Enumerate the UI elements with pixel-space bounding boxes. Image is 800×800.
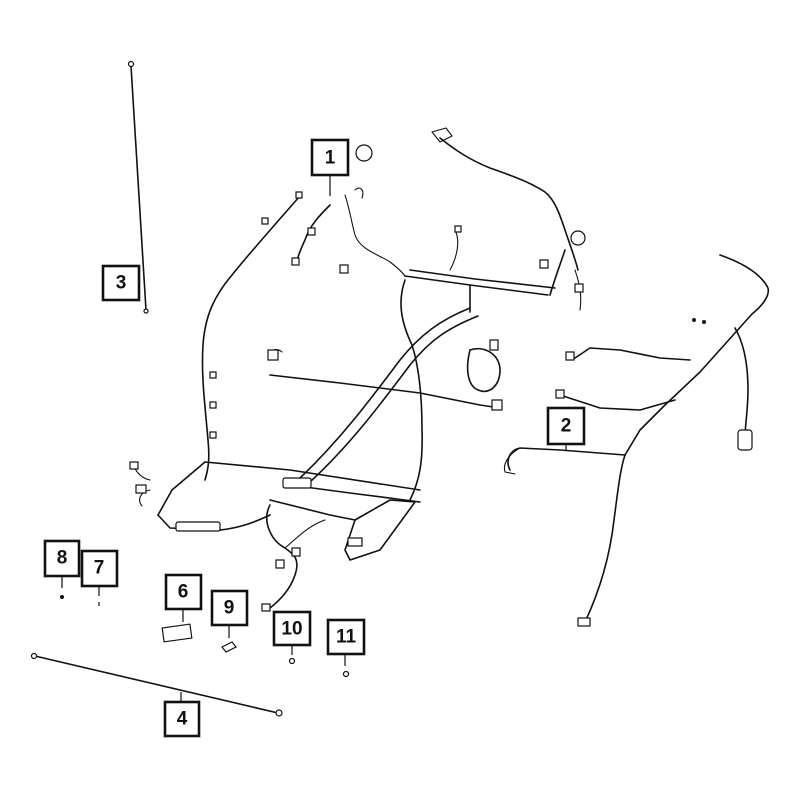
callout-label: 9 (224, 598, 235, 619)
part-6-pad (161, 623, 193, 643)
callout-2: 2 (546, 406, 586, 446)
part-10-fastener (288, 657, 296, 665)
callout-3: 3 (101, 264, 141, 302)
callout-label: 2 (561, 416, 572, 437)
part-2-secondary-harness (503, 254, 770, 627)
callout-label: 7 (94, 558, 105, 579)
callout-label: 3 (116, 273, 127, 294)
callout-1: 1 (310, 138, 350, 177)
callout-label: 1 (325, 148, 336, 169)
callout-6: 6 (164, 573, 203, 611)
callout-label: 6 (178, 582, 189, 603)
callout-11: 11 (326, 618, 366, 656)
callout-9: 9 (210, 589, 249, 627)
callout-label: 8 (57, 548, 68, 569)
callout-label: 10 (281, 619, 302, 640)
callout-7: 7 (80, 549, 119, 588)
part-8-fastener (60, 595, 64, 599)
callout-label: 4 (177, 709, 188, 730)
callout-8: 8 (43, 539, 81, 578)
part-9-clip (221, 641, 237, 653)
callout-4: 4 (163, 700, 201, 738)
callout-10: 10 (272, 610, 312, 647)
part-3-antenna-cable (127, 60, 149, 314)
leader-lines (61, 175, 567, 702)
callout-label: 11 (336, 627, 357, 648)
part-1-main-harness (129, 127, 586, 612)
part-11-fastener (342, 670, 350, 678)
part-4-cable (30, 652, 283, 717)
